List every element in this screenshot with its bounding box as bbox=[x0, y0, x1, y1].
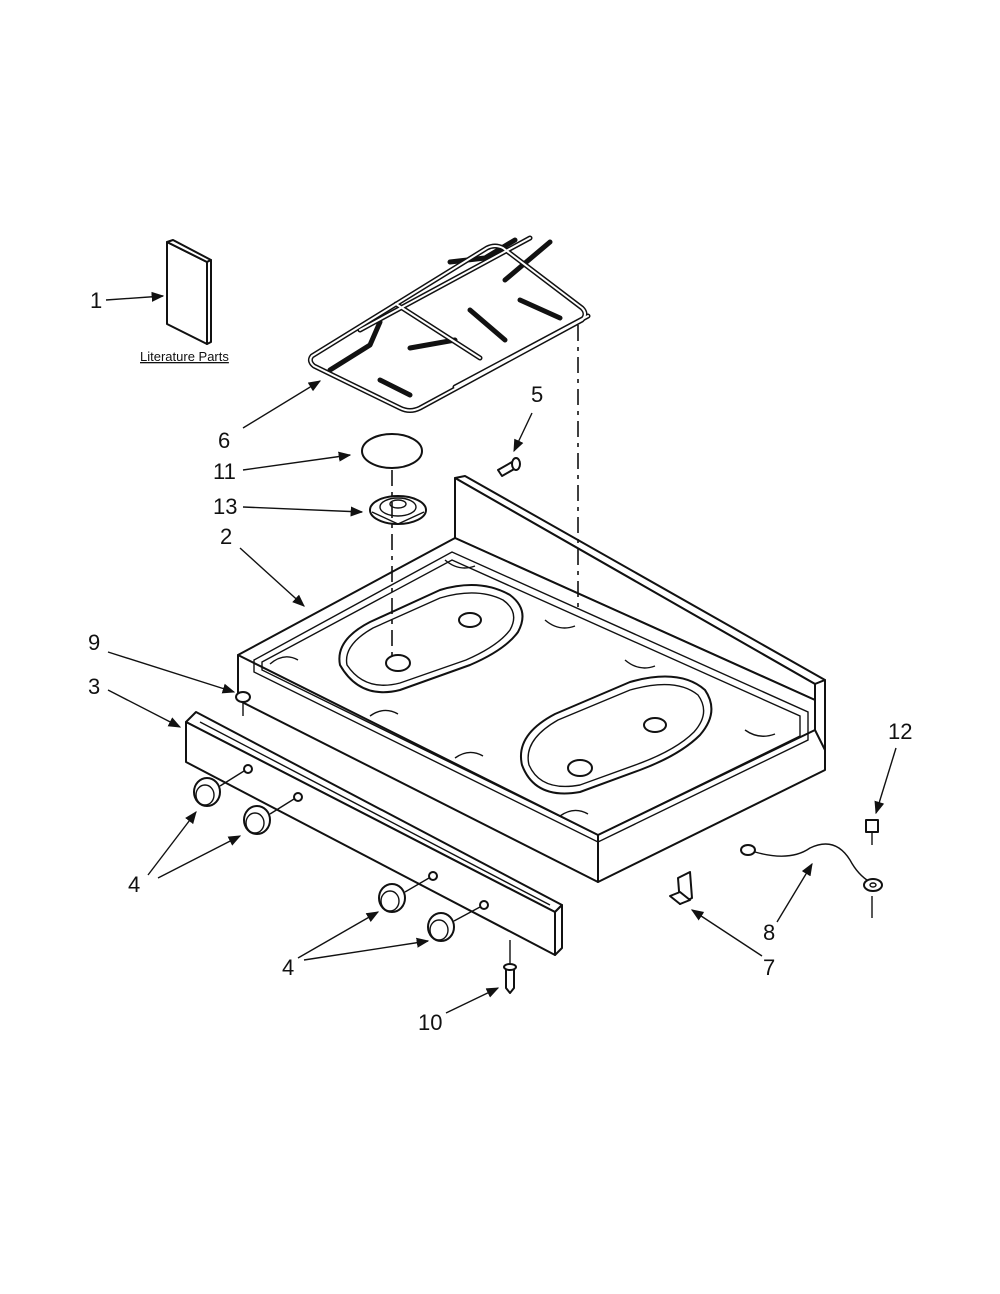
callout-6: 6 bbox=[218, 428, 230, 453]
control-knob-2 bbox=[243, 798, 295, 835]
callout-11: 11 bbox=[213, 459, 236, 484]
literature-parts-booklet bbox=[166, 239, 212, 345]
callout-12: 12 bbox=[888, 719, 912, 744]
control-knob-4 bbox=[427, 906, 481, 942]
control-knob-1 bbox=[193, 770, 245, 807]
screw-part-12 bbox=[865, 819, 879, 918]
leader-lines bbox=[105, 291, 897, 1014]
burner-base bbox=[369, 495, 427, 525]
callout-4b: 4 bbox=[282, 955, 294, 980]
control-panel-trim bbox=[185, 711, 563, 956]
ground-wire-part-8 bbox=[740, 843, 883, 892]
literature-parts-label: Literature Parts bbox=[140, 349, 229, 364]
burner-grate bbox=[307, 235, 591, 413]
callout-7: 7 bbox=[763, 955, 775, 980]
bracket-part-7 bbox=[669, 871, 693, 905]
callout-4a: 4 bbox=[128, 872, 140, 897]
stud-part-9 bbox=[235, 691, 251, 716]
callout-3: 3 bbox=[88, 674, 100, 699]
cooktop-tray bbox=[237, 475, 826, 883]
burner-cap bbox=[361, 433, 423, 469]
callout-1: 1 bbox=[90, 288, 102, 313]
screw-part-5 bbox=[497, 457, 521, 477]
callout-2: 2 bbox=[220, 524, 232, 549]
callout-8: 8 bbox=[763, 920, 775, 945]
callout-13: 13 bbox=[213, 494, 237, 519]
screw-part-10 bbox=[503, 940, 517, 994]
control-knob-3 bbox=[378, 877, 430, 913]
callout-9: 9 bbox=[88, 630, 100, 655]
callout-5: 5 bbox=[531, 382, 543, 407]
callout-10: 10 bbox=[418, 1010, 442, 1035]
